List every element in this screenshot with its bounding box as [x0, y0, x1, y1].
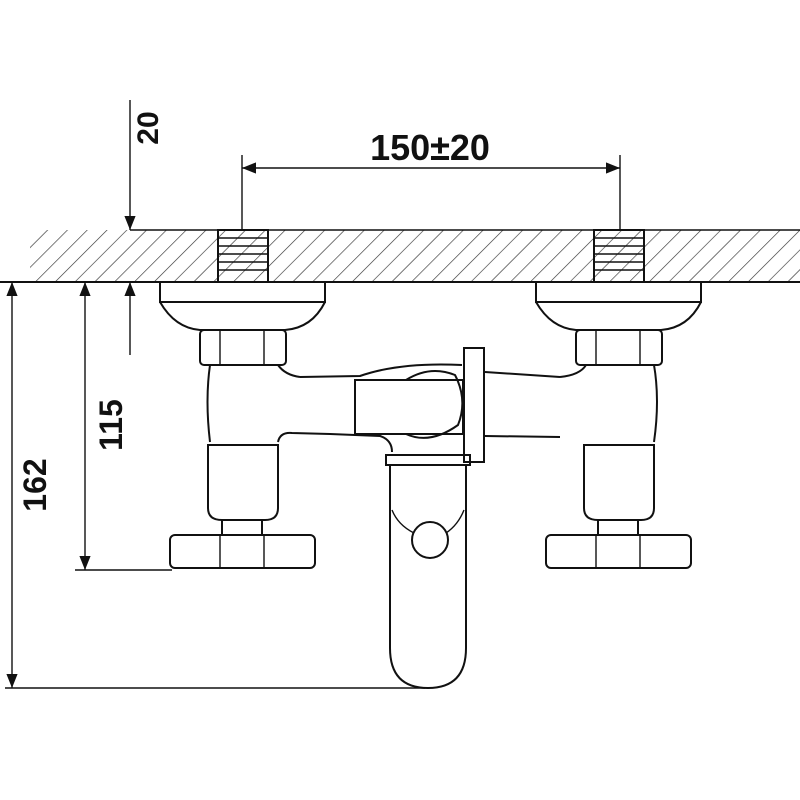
handle-left — [169, 534, 316, 569]
valve-right — [535, 282, 702, 569]
dimension-handle-height: 115 — [75, 282, 172, 571]
diverter-lever[interactable] — [354, 347, 485, 463]
dimension-label-20: 20 — [132, 111, 165, 144]
dimension-label-150: 150±20 — [370, 127, 490, 168]
dimension-label-162: 162 — [17, 458, 53, 511]
valve-left — [159, 282, 326, 569]
inlet-thread-right — [593, 229, 645, 283]
handle-right — [545, 534, 692, 569]
dimension-inlet-spacing: 150±20 — [241, 127, 621, 230]
dimension-total-height: 162 — [5, 282, 425, 689]
dimension-wall-offset: 20 — [124, 100, 165, 355]
inlet-thread-left — [217, 229, 269, 283]
dimension-label-115: 115 — [93, 399, 129, 451]
mixer-body — [277, 363, 561, 453]
wall-section — [0, 229, 800, 283]
spout — [385, 454, 471, 690]
